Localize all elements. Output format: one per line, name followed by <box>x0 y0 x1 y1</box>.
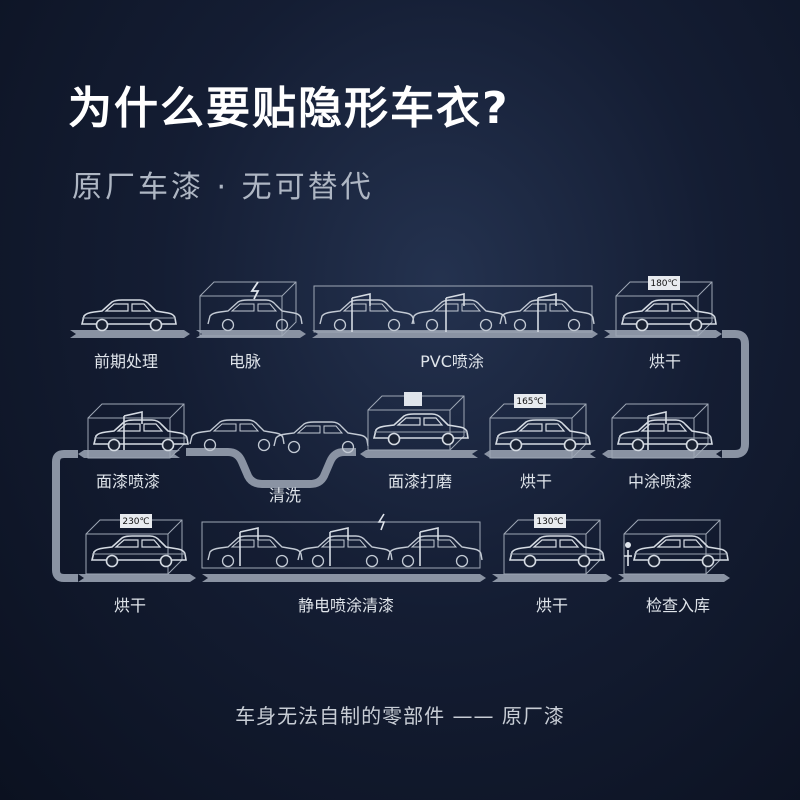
right-connector <box>722 330 749 458</box>
step-label-pretreatment: 前期处理 <box>93 352 159 371</box>
station-pvc <box>313 285 595 333</box>
station-cleaning <box>189 419 369 454</box>
conveyor-segment <box>484 450 596 458</box>
temp-label: 180℃ <box>650 279 677 289</box>
conveyor-segment <box>492 574 612 582</box>
conveyor-segment <box>70 330 190 338</box>
step-label-cleaning: 清洗 <box>268 486 302 505</box>
station-electrostatic-clearcoat <box>201 513 483 569</box>
step-label-electro: 电脉 <box>228 352 262 371</box>
step-label-inspection: 检查入库 <box>645 596 711 615</box>
station-primer-spray <box>611 403 713 459</box>
row2-conveyor <box>78 448 722 488</box>
temp-label: 230℃ <box>122 517 149 527</box>
conveyor-segment <box>604 330 722 338</box>
inspector-icon <box>624 550 632 566</box>
station-bake-130: 130℃ <box>503 514 605 575</box>
lightning-icon <box>250 281 260 300</box>
station-pretreatment <box>81 299 177 332</box>
temp-label: 130℃ <box>536 517 563 527</box>
temp-badge <box>514 394 546 408</box>
station-bake-180: 180℃ <box>615 276 717 337</box>
station-topcoat-spray <box>87 403 189 459</box>
step-label-sanding: 面漆打磨 <box>387 472 453 491</box>
step-label-bake-180: 烘干 <box>648 352 682 371</box>
row1-conveyor <box>70 330 722 338</box>
conveyor-segment <box>360 450 478 458</box>
station-electro <box>199 281 303 337</box>
temp-label: 165℃ <box>516 397 543 407</box>
left-connector <box>52 450 78 582</box>
temp-badge <box>120 514 152 528</box>
row3-conveyor <box>78 574 730 582</box>
station-bake-230: 230℃ <box>85 514 187 575</box>
cleaning-trough <box>186 448 356 488</box>
step-label-bake-165: 烘干 <box>519 472 553 491</box>
step-label-bake-130: 烘干 <box>535 596 569 615</box>
station-topcoat-sanding <box>367 392 469 451</box>
step-label-pvc: PVC喷涂 <box>420 352 484 371</box>
station-inspection <box>623 519 729 575</box>
station-bake-165: 165℃ <box>489 394 591 459</box>
temp-badge <box>648 276 680 290</box>
step-label-clearcoat: 静电喷涂清漆 <box>297 596 395 615</box>
sanding-tool-icon <box>404 392 422 406</box>
conveyor-segment <box>602 450 722 458</box>
page-subtitle: 原厂车漆 · 无可替代 <box>72 170 374 205</box>
conveyor-segment <box>202 574 486 582</box>
footer-caption: 车身无法自制的零部件 —— 原厂漆 <box>235 704 565 728</box>
lightning-icon <box>377 513 386 531</box>
step-label-topcoat: 面漆喷漆 <box>95 472 161 491</box>
conveyor-segment <box>618 574 730 582</box>
page-title: 为什么要贴隐形车衣? <box>68 83 510 134</box>
conveyor-segment <box>312 330 598 338</box>
step-label-primer: 中涂喷漆 <box>627 472 693 491</box>
step-label-bake-230: 烘干 <box>113 596 147 615</box>
temp-badge <box>534 514 566 528</box>
conveyor-segment <box>196 330 306 338</box>
conveyor-segment <box>78 574 196 582</box>
conveyor-segment <box>78 450 180 458</box>
